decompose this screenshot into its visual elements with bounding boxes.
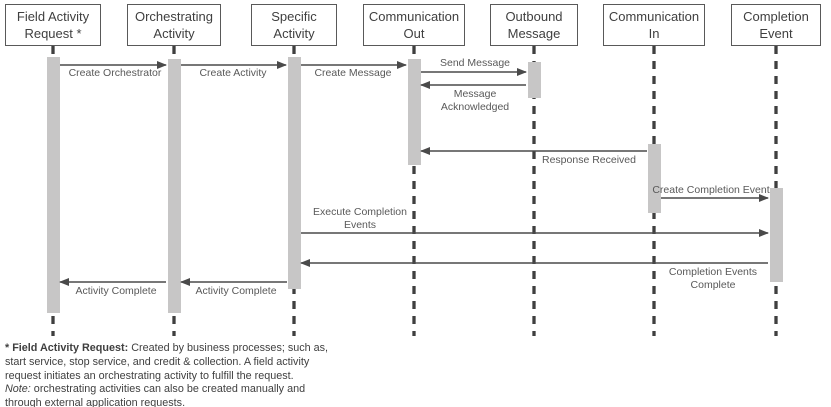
completion-event-activation-bar (769, 188, 783, 282)
create-message-label-line: Create Message (314, 67, 392, 79)
field-activity-request-header-label: Request * (24, 26, 82, 41)
activity-complete-to-request-label: Activity Complete (75, 285, 156, 298)
create-message-label: Create Message (314, 67, 391, 80)
outbound-message-activation-bar (527, 62, 541, 98)
activity-complete-to-request-label-line: Activity Complete (75, 285, 157, 297)
footnote-text: request initiates an orchestrating activ… (5, 369, 294, 382)
footnote-text: * Field Activity Request: (5, 342, 129, 354)
footnote-text: Created by business processes; such as, (128, 342, 329, 354)
outbound-message-header-label: Message (507, 26, 561, 41)
footnote-line: Note: orchestrating activities can also … (5, 383, 328, 397)
message-acknowledged-label-line: Message (453, 88, 497, 100)
footnote-text: Note: (5, 383, 31, 396)
footnote-line: request initiates an orchestrating activ… (5, 370, 328, 384)
create-completion-event-label: Create Completion Event (652, 184, 769, 197)
orchestrating-activity-header-label: Activity (153, 26, 195, 41)
response-received-label-line: Response Received (542, 154, 636, 166)
orchestrating-activity-activation-bar (167, 59, 181, 313)
send-message-label-line: Send Message (439, 57, 511, 69)
footnote-text: orchestrating activities can also be cre… (30, 383, 306, 396)
completion-event-header-label: Completion (743, 9, 809, 24)
field-activity-request-header-label: Field Activity (16, 9, 90, 24)
activity-complete-to-orchestrating-label-line: Activity Complete (195, 285, 277, 297)
execute-completion-events-label-line: Execute Completion (313, 206, 407, 218)
specific-activity-header-label: Specific (271, 9, 317, 24)
outbound-message-header-label: Outbound (505, 9, 563, 24)
communication-out-header-label: Out (403, 26, 425, 41)
footnote-text: through external application requests. (5, 397, 186, 407)
communication-in-header-label: In (648, 26, 660, 41)
communication-out-activation-bar (407, 59, 421, 165)
send-message-label: Send Message (440, 57, 510, 70)
create-activity-label-line: Create Activity (199, 67, 267, 79)
execute-completion-events-label-line: Events (343, 218, 377, 231)
create-activity-label: Create Activity (199, 67, 266, 80)
footnote-line: start service, stop service, and credit … (5, 356, 328, 370)
orchestrating-activity-header-label: Orchestrating (134, 9, 214, 24)
footnote: * Field Activity Request: Created by bus… (5, 342, 328, 407)
footnote-line: through external application requests. (5, 397, 328, 407)
field-activity-request-activation-bar (46, 57, 60, 313)
create-orchestrator-label-line: Create Orchestrator (68, 67, 162, 79)
completion-event-header-label: Event (759, 26, 793, 41)
communication-in-activation-bar (647, 144, 661, 213)
communication-in-header-label: Communication (608, 9, 700, 24)
footnote-text: start service, stop service, and credit … (5, 355, 310, 368)
specific-activity-activation-bar (287, 57, 301, 289)
completion-events-complete-label-line: Complete (690, 278, 736, 291)
create-completion-event-label-line: Create Completion Event (652, 184, 770, 196)
activity-complete-to-orchestrating-label: Activity Complete (195, 285, 276, 298)
footnote-line: * Field Activity Request: Created by bus… (5, 342, 328, 356)
communication-out-header-label: Communication (368, 9, 460, 24)
message-acknowledged-label-line: Acknowledged (440, 100, 510, 113)
specific-activity-header-label: Activity (273, 26, 315, 41)
response-received-label: Response Received (542, 154, 636, 167)
create-orchestrator-label: Create Orchestrator (69, 67, 162, 80)
completion-events-complete-label-line: Completion Events (668, 266, 758, 278)
